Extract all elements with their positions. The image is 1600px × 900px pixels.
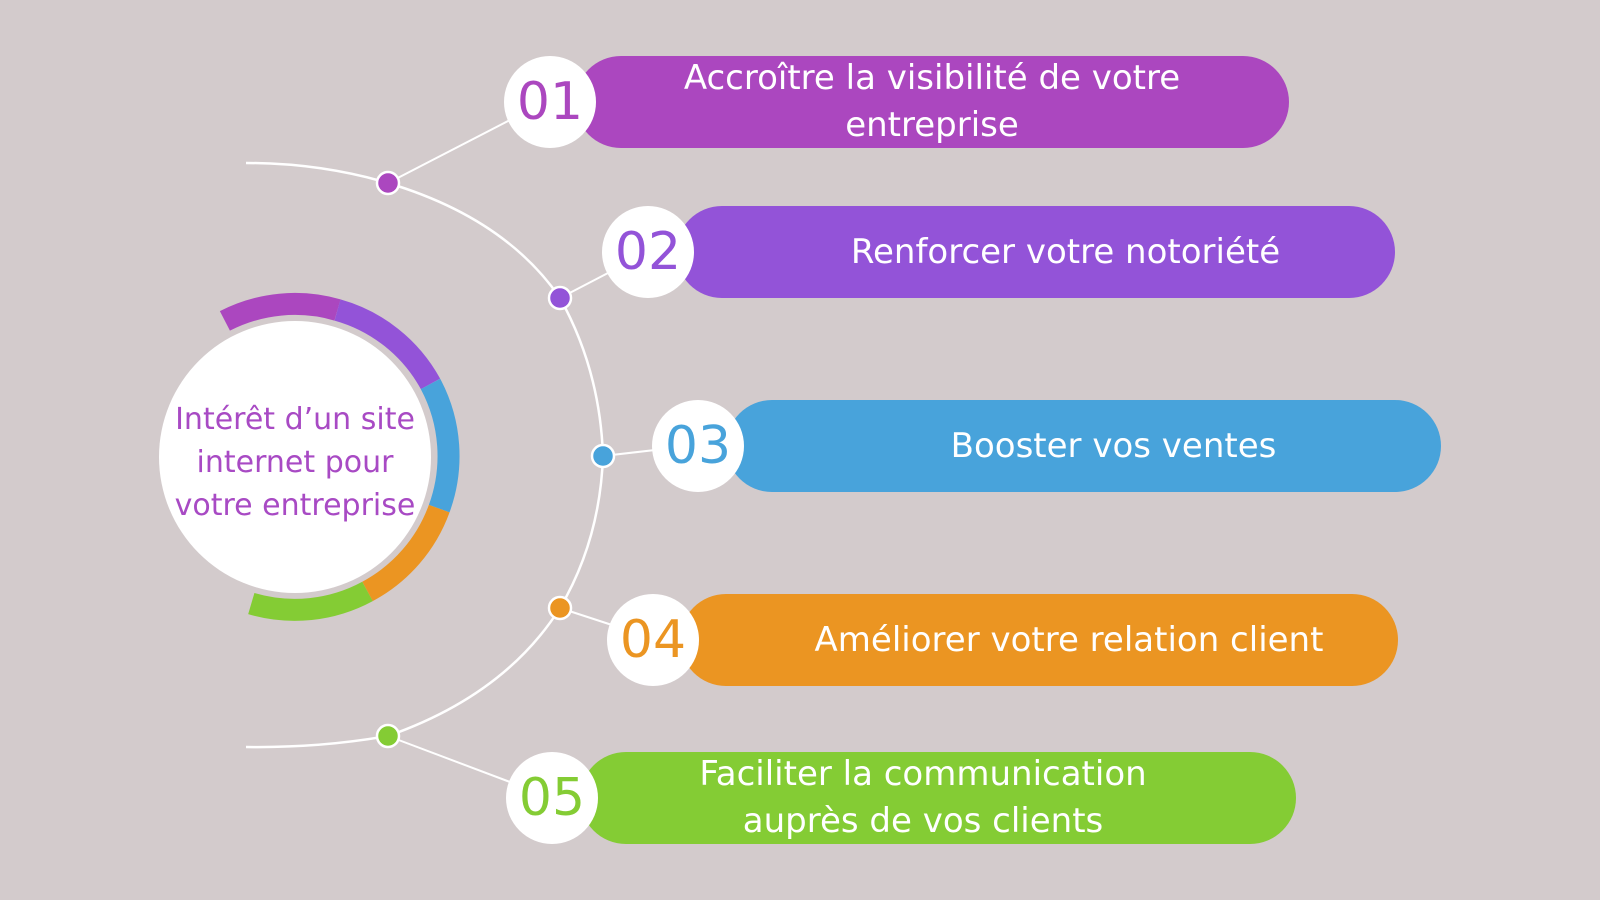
item-02-number-badge: 02 [602,206,694,298]
item-01-label: Accroître la visibilité de votre entrepr… [683,58,1181,145]
node-dot-03 [590,443,616,469]
item-01-number: 01 [516,72,584,132]
item-03-number-badge: 03 [652,400,744,492]
center-title: Intérêt d’un site internet pour votre en… [174,402,416,523]
item-04-pill: Améliorer votre relation client [680,594,1398,686]
item-01-number-badge: 01 [504,56,596,148]
connector-line-05 [387,735,511,783]
item-05-number: 05 [518,768,586,828]
ring-segment-04 [362,504,450,602]
item-02-pill: Renforcer votre notoriété [676,206,1395,298]
node-dot-05 [375,723,401,749]
node-dot-02 [547,285,573,311]
ring-segment-03 [420,378,460,513]
item-01-pill: Accroître la visibilité de votre entrepr… [575,56,1289,148]
ring-segment-02 [334,299,441,390]
item-03-number: 03 [664,416,732,476]
item-04-number-badge: 04 [607,594,699,686]
node-dot-01 [375,170,401,196]
item-05-number-badge: 05 [506,752,598,844]
item-03-label: Booster vos ventes [950,425,1277,466]
item-04-number: 04 [619,610,687,670]
item-04-label: Améliorer votre relation client [814,619,1324,660]
item-05-pill: Faciliter la communication auprès de vos… [580,752,1296,844]
node-dot-04 [547,595,573,621]
ring-segment-05 [248,581,373,621]
item-02-label: Renforcer votre notoriété [850,231,1281,272]
connector-line-01 [387,119,511,184]
item-02-number: 02 [614,222,682,282]
ring-segment-01 [219,293,341,331]
item-05-label: Faciliter la communication auprès de vos… [699,754,1147,841]
center-circle [159,321,431,593]
item-03-pill: Booster vos ventes [726,400,1441,492]
